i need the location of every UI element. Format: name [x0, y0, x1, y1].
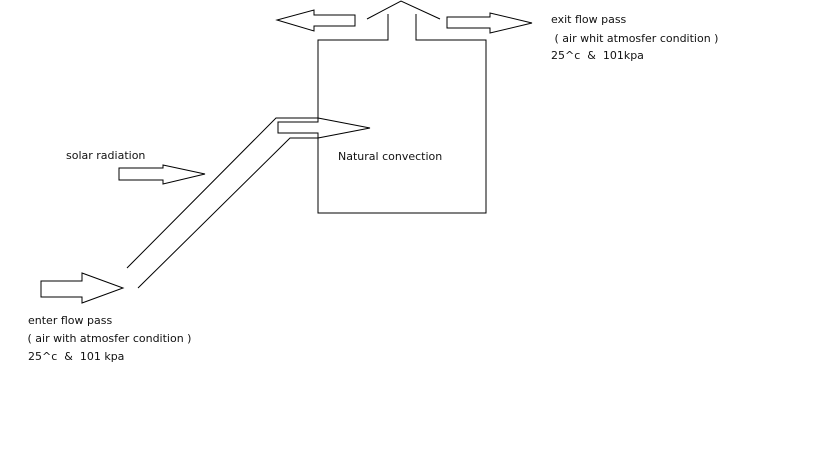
collector-lower-wall — [137, 137, 318, 289]
exit-right-arrow-icon — [446, 12, 533, 34]
box-left-top-wall — [317, 14, 389, 118]
exit-left-arrow-icon — [275, 9, 356, 32]
solar-radiation-arrow-icon — [118, 164, 206, 185]
exit-values: 25^c & 101kpa — [551, 49, 644, 62]
natural-convection-label: Natural convection — [338, 150, 443, 163]
exit-title: exit flow pass — [551, 13, 627, 26]
inner-flow-arrow-icon — [277, 117, 371, 139]
box-right-bottom-wall — [317, 14, 487, 214]
exit-condition: ( air whit atmosfer condition ) — [551, 32, 719, 45]
enter-condition: ( air with atmosfer condition ) — [24, 332, 192, 345]
collector-upper-wall — [126, 117, 318, 269]
enter-flow-arrow-icon — [40, 272, 125, 304]
solar-radiation-label: solar radiation — [66, 149, 146, 162]
enter-title: enter flow pass — [28, 314, 113, 327]
chimney-roof — [366, 0, 441, 20]
enter-values: 25^c & 101 kpa — [28, 350, 125, 363]
chimney-box — [317, 0, 487, 214]
collector-duct — [126, 117, 318, 289]
